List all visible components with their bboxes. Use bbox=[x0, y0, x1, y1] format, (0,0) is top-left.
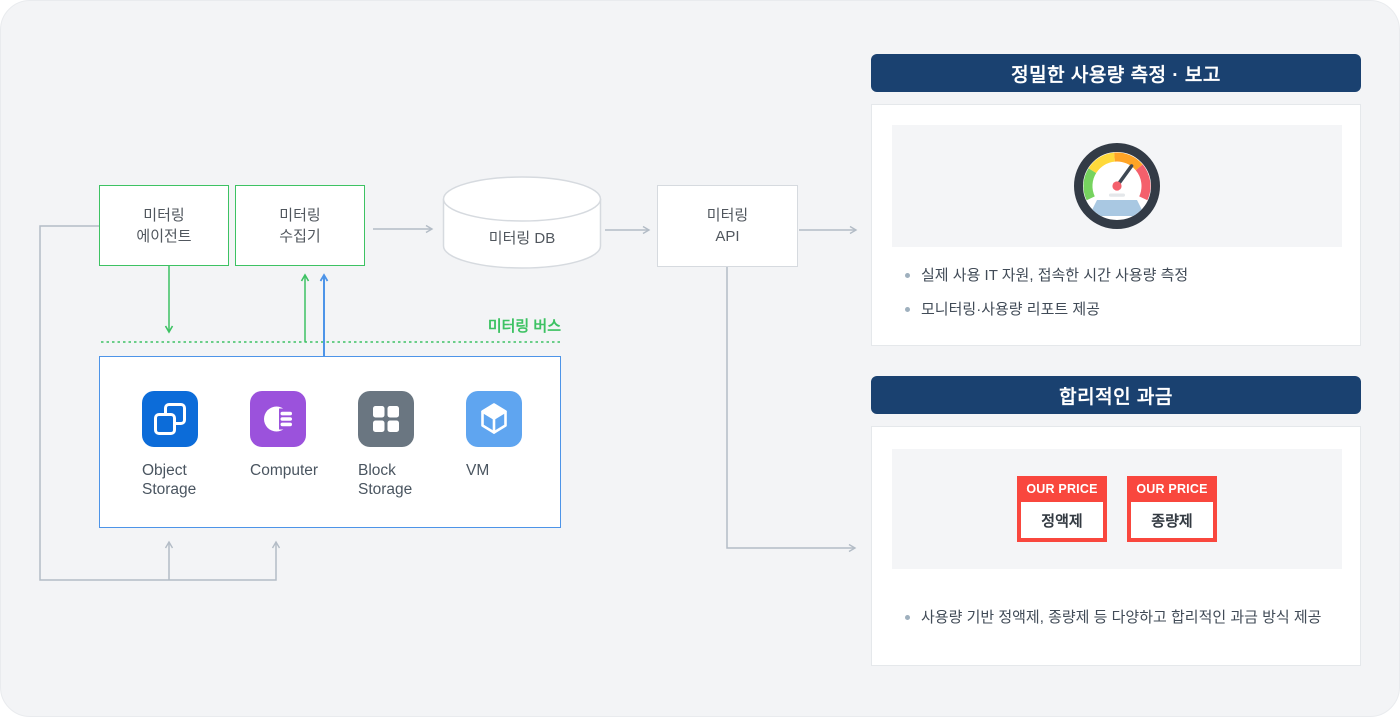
metering-bus-label: 미터링 버스 bbox=[487, 318, 561, 335]
panel-header-billing: 합리적인 과금 bbox=[871, 376, 1361, 414]
bullet-item: 사용량 기반 정액제, 종량제 등 다양하고 합리적인 과금 방식 제공 bbox=[905, 607, 1321, 628]
resource-label: Block Storage bbox=[358, 462, 413, 499]
resource-label: VM bbox=[466, 462, 490, 479]
panel-title: 합리적인 과금 bbox=[1059, 386, 1173, 408]
metering-db-node: 미터링 DB bbox=[442, 175, 602, 271]
metering-db-label: 미터링 DB bbox=[488, 230, 556, 247]
panel-illustration-area bbox=[892, 125, 1342, 247]
bullet-dot-icon bbox=[905, 273, 910, 278]
resource-block-storage: Block Storage bbox=[358, 391, 466, 500]
block-storage-icon bbox=[358, 391, 414, 447]
price-badge: OUR PRICE bbox=[1026, 482, 1098, 496]
price-tag-pay-per-use: OUR PRICE 종량제 bbox=[1127, 476, 1217, 542]
panel-measurement: 실제 사용 IT 자원, 접속한 시간 사용량 측정 모니터링·사용량 리포트 … bbox=[871, 104, 1361, 346]
gauge-icon bbox=[1074, 143, 1160, 229]
panel-bullet-list: 사용량 기반 정액제, 종량제 등 다양하고 합리적인 과금 방식 제공 bbox=[905, 607, 1321, 628]
bullet-item: 실제 사용 IT 자원, 접속한 시간 사용량 측정 bbox=[905, 265, 1188, 286]
panel-title: 정밀한 사용량 측정 · 보고 bbox=[1011, 64, 1221, 86]
metering-collector-node: 미터링 수집기 bbox=[235, 185, 365, 266]
metering-api-node: 미터링 API bbox=[657, 185, 798, 267]
database-cylinder-icon bbox=[442, 176, 602, 269]
metering-api-label: 미터링 API bbox=[706, 207, 749, 245]
bullet-item: 모니터링·사용량 리포트 제공 bbox=[905, 299, 1188, 320]
price-plan-label: 정액제 bbox=[1021, 502, 1103, 538]
resource-label: Object Storage bbox=[142, 462, 197, 499]
price-tag-flat-rate: OUR PRICE 정액제 bbox=[1017, 476, 1107, 542]
panel-illustration-area: OUR PRICE 정액제 OUR PRICE 종량제 bbox=[892, 449, 1342, 569]
bullet-text: 모니터링·사용량 리포트 제공 bbox=[921, 301, 1100, 318]
resource-computer: Computer bbox=[250, 391, 358, 480]
resource-box: Object Storage Computer Block Storage bbox=[99, 356, 561, 528]
resource-object-storage: Object Storage bbox=[142, 391, 250, 500]
vm-icon bbox=[466, 391, 522, 447]
panel-billing: OUR PRICE 정액제 OUR PRICE 종량제 사용량 기반 정액제, … bbox=[871, 426, 1361, 666]
panel-bullet-list: 실제 사용 IT 자원, 접속한 시간 사용량 측정 모니터링·사용량 리포트 … bbox=[905, 265, 1188, 320]
metering-agent-label: 미터링 에이전트 bbox=[136, 206, 192, 245]
computer-icon bbox=[250, 391, 306, 447]
price-badge: OUR PRICE bbox=[1136, 482, 1208, 496]
metering-agent-node: 미터링 에이전트 bbox=[99, 185, 229, 266]
bullet-dot-icon bbox=[905, 307, 910, 312]
bullet-text: 사용량 기반 정액제, 종량제 등 다양하고 합리적인 과금 방식 제공 bbox=[921, 609, 1322, 626]
panel-header-measurement: 정밀한 사용량 측정 · 보고 bbox=[871, 54, 1361, 92]
resource-label: Computer bbox=[250, 462, 319, 479]
price-plan-label: 종량제 bbox=[1131, 502, 1213, 538]
object-storage-icon bbox=[142, 391, 198, 447]
bullet-text: 실제 사용 IT 자원, 접속한 시간 사용량 측정 bbox=[921, 267, 1189, 284]
resource-vm: VM bbox=[466, 391, 574, 480]
bullet-dot-icon bbox=[905, 615, 910, 620]
metering-collector-label: 미터링 수집기 bbox=[279, 206, 321, 245]
